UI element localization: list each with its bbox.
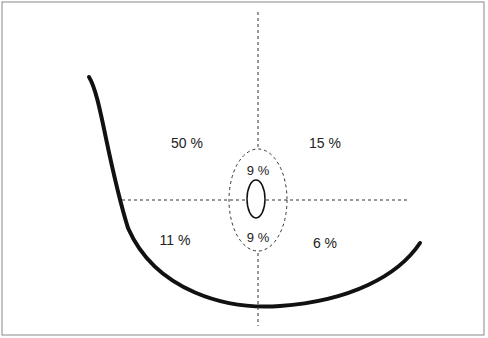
percentage: 9 % (245, 230, 271, 246)
breast-outline (89, 77, 420, 307)
quadrant-percentage: 6 % (311, 235, 339, 251)
quadrant-percentage: 15 % (307, 135, 343, 151)
areola-region: 9 % 9 % (228, 148, 288, 252)
vertical-axis (258, 12, 259, 147)
quadrant-percentage: 11 % (158, 232, 193, 248)
nipple (247, 180, 265, 218)
quadrant-percentage: 50 % (169, 135, 205, 151)
frame (2, 2, 484, 335)
percentage: 9 % (245, 163, 271, 179)
areola-ellipse (229, 149, 287, 251)
vertical-axis (258, 253, 259, 326)
